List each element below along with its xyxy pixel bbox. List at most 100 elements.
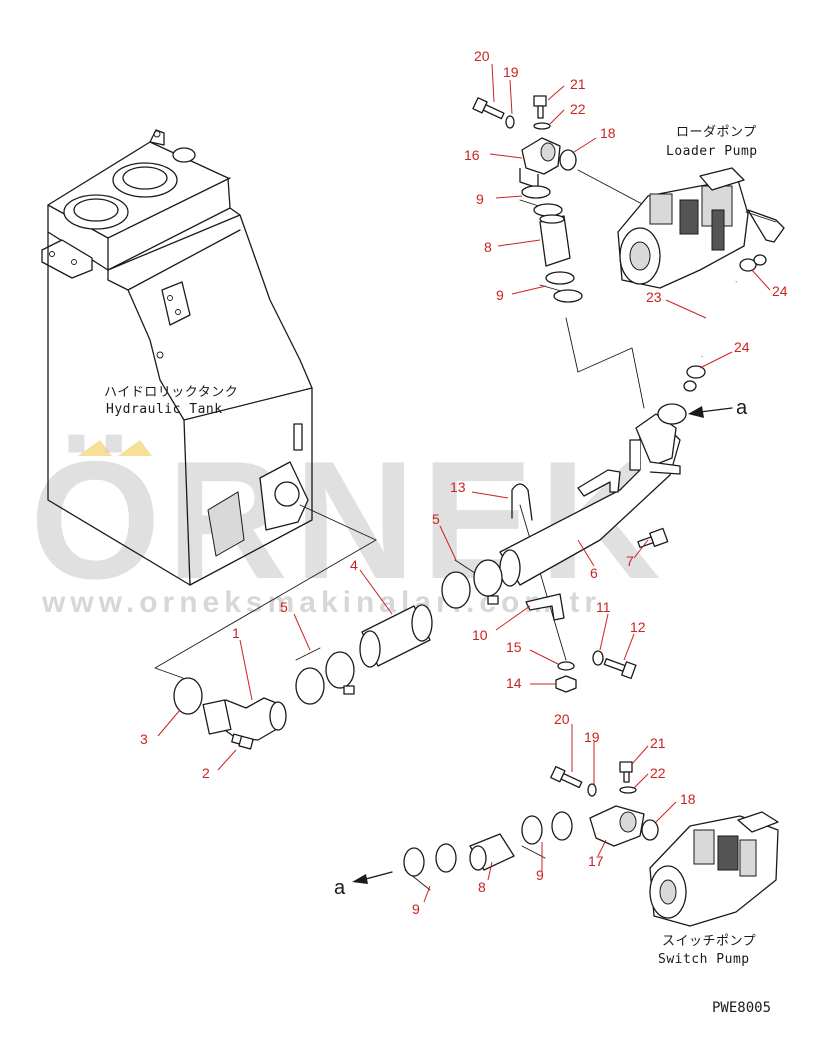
callout-20-top: 20 [474, 48, 490, 64]
callout-9-top-a: 9 [476, 191, 484, 207]
clamp-24-lower [686, 365, 706, 379]
loader-pump-port-fitting [747, 209, 785, 243]
callout-14: 14 [506, 675, 522, 691]
switch-pump-label-en: Switch Pump [658, 952, 750, 967]
watermark-brand: ÖRNEK [30, 426, 667, 614]
clamp-5-right-a [441, 571, 471, 609]
callout-4: 4 [350, 557, 358, 573]
nut-14 [555, 675, 577, 693]
loader-suction-parts [472, 95, 767, 392]
washer-11 [592, 650, 604, 666]
washer-19-bottom [587, 783, 597, 797]
suction-pipe-port-b [649, 461, 681, 475]
watermark-accent-left [78, 440, 112, 456]
arrow-a-bottom-head [352, 874, 368, 884]
callout-7: 7 [626, 553, 634, 569]
top-oring-leader [577, 169, 645, 206]
callout-21-bottom: 21 [650, 735, 666, 751]
callout-1: 1 [232, 625, 240, 641]
switch-suction-parts [352, 761, 659, 884]
suction-pipe-port-a [657, 403, 687, 425]
bolt-21-top [533, 95, 547, 107]
washer-22-bottom [619, 786, 637, 794]
bolt-12 [603, 658, 637, 680]
clamp-5-left-a [295, 667, 325, 705]
callout-3: 3 [140, 731, 148, 747]
hydraulic-tank: ハイドロリックタンク Hydraulic Tank [41, 129, 313, 586]
callout-6: 6 [590, 565, 598, 581]
arrow-ref-bottom: a [334, 877, 346, 899]
pipe-bracket [577, 469, 621, 497]
tank-bracket [41, 239, 93, 279]
clamp-9-bottom-right-a [521, 815, 543, 845]
callout-18-bottom: 18 [680, 791, 696, 807]
callout-19-bottom: 19 [584, 729, 600, 745]
callout-16: 16 [464, 147, 480, 163]
arrow-a-top-head [688, 406, 704, 418]
arrow-ref-top: a [736, 397, 748, 419]
bolt-2 [231, 733, 254, 750]
washer-22-top [533, 122, 551, 130]
callout-11: 11 [596, 599, 611, 615]
callout-5-right: 5 [432, 511, 440, 527]
arrow-a-bottom-shaft [361, 871, 393, 881]
bracket-10 [525, 593, 565, 621]
clamp-9-bottom-right-b [551, 811, 573, 841]
callout-leaders [157, 63, 771, 903]
callout-9-top-b: 9 [496, 287, 504, 303]
watermark: ÖRNEK www.orneksmakinalari.com.tr [30, 426, 667, 619]
callout-5-left: 5 [280, 599, 288, 615]
oring-18-top [559, 149, 577, 171]
oring-18-bottom [641, 819, 659, 841]
callout-9-bottom-left: 9 [412, 901, 420, 917]
callout-22-bottom: 22 [650, 765, 666, 781]
clamp-9-lower-b [553, 289, 583, 303]
lifting-eye [149, 129, 165, 146]
clamp-9-lower-a [545, 271, 575, 285]
top-hose-leader [565, 317, 645, 409]
callout-20-bottom: 20 [554, 711, 570, 727]
washer-19-top [505, 115, 515, 129]
tank-to-elbow-line [154, 504, 377, 679]
watermark-accent-right [118, 440, 152, 456]
callout-18-top: 18 [600, 125, 616, 141]
callout-8-bottom: 8 [478, 879, 486, 895]
flange-17 [589, 805, 645, 847]
suction-pipe-6 [499, 403, 687, 587]
tank-port-cover [207, 491, 245, 557]
callout-9-bottom-right: 9 [536, 867, 544, 883]
drawing-code: PWE8005 [712, 1000, 771, 1016]
callout-15: 15 [506, 639, 522, 655]
bolt-20-top [472, 97, 505, 120]
part-number-callouts: 20 19 21 22 18 16 9 8 9 23 24 24 13 5 4 … [140, 48, 788, 917]
loader-pump: ローダポンプ Loader Pump [617, 125, 785, 289]
callout-24-upper: 24 [772, 283, 788, 299]
clamp-5-right-b [473, 559, 503, 597]
tank-suction-parts [173, 559, 637, 750]
breather-cap [172, 147, 196, 163]
switch-pump-label-jp: スイッチポンプ [662, 934, 756, 949]
watermark-url: www.orneksmakinalari.com.tr [41, 586, 601, 619]
sight-gauge [293, 423, 303, 451]
callout-13: 13 [450, 479, 466, 495]
clamp-9-upper-a [521, 185, 551, 199]
callout-21-top: 21 [570, 76, 586, 92]
u-clip-13 [511, 483, 533, 521]
callout-10: 10 [472, 627, 488, 643]
clamp-9-bottom-left-a [403, 847, 425, 877]
suction-pipe-head [635, 413, 677, 467]
tank-left-edge [47, 231, 191, 586]
callout-12: 12 [630, 619, 646, 635]
bolt-20-bottom [550, 765, 583, 789]
callout-8-top: 8 [484, 239, 492, 255]
switch-pump: スイッチポンプ Switch Pump [649, 811, 779, 967]
arrow-a-top-shaft [699, 407, 733, 413]
clamp-24-upper [739, 258, 757, 272]
callout-2: 2 [202, 765, 210, 781]
loader-pump-label-en: Loader Pump [666, 144, 758, 159]
bolt-7 [637, 527, 669, 549]
hydraulic-tank-label-en: Hydraulic Tank [106, 402, 223, 417]
callout-22-top: 22 [570, 101, 586, 117]
